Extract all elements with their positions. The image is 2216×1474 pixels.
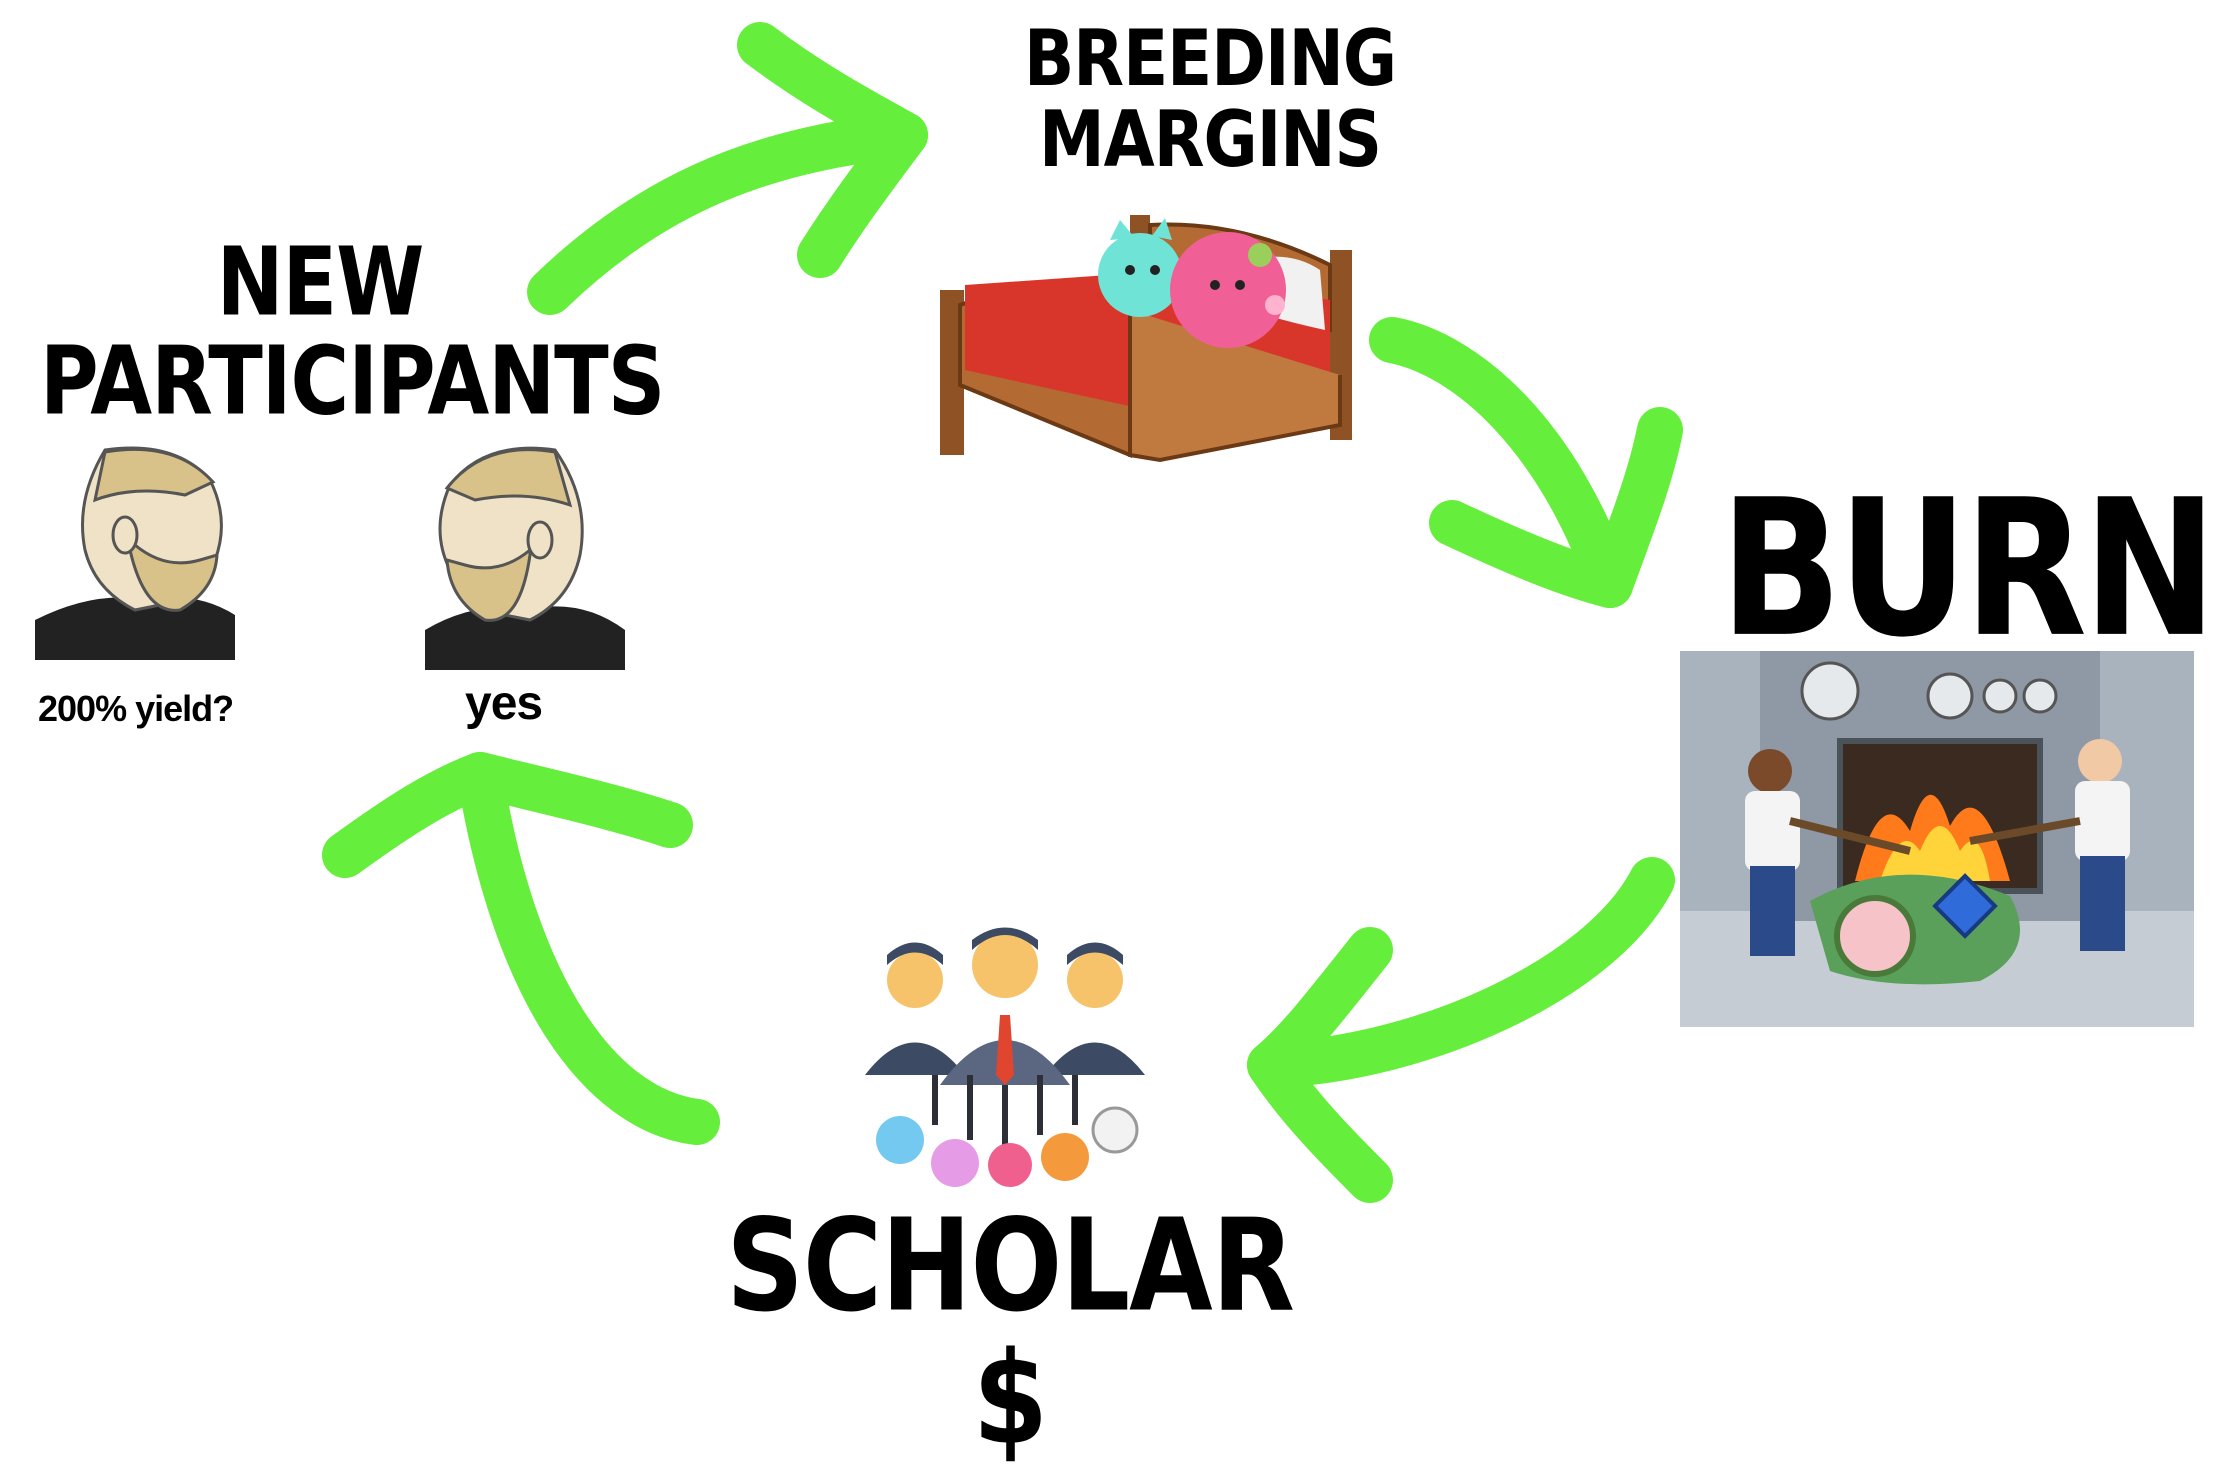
arrow-to-scholar-head (1247, 927, 1393, 1203)
scholars-team-illustration (865, 927, 1145, 1187)
arrow-to-burn (1369, 317, 1633, 608)
arrow-to-breeding (527, 112, 928, 315)
arrow-to-new-head (322, 752, 693, 878)
arrow-to-breeding-head (737, 22, 928, 278)
bed-illustration (940, 215, 1352, 463)
breeding-margins-label: BREEDING MARGINS (1000, 12, 1420, 186)
yield-question-head (35, 446, 235, 660)
new-label-line2: PARTICIPANTS (40, 326, 665, 436)
breeding-label-line1: BREEDING (1023, 12, 1397, 104)
new-participants-label: NEW PARTICIPANTS (40, 226, 665, 436)
breeding-label-line2: MARGINS (1038, 94, 1382, 186)
arrow-to-new (457, 752, 720, 1145)
yes-chad-head (425, 446, 625, 670)
arrow-to-scholar (1247, 857, 1675, 1088)
cycle-arrows (322, 22, 1683, 1203)
yes-caption: yes (465, 677, 543, 730)
cycle-diagram: BREEDING MARGINS NEW PARTICIPANTS BURN S… (35, 12, 2216, 1467)
arrow-to-burn-head (1429, 407, 1683, 608)
burn-furnace-image (1680, 651, 2194, 1027)
burn-label: BURN (1720, 458, 2216, 679)
scholar-label: SCHOLAR $ (726, 1192, 1295, 1474)
new-label-line1: NEW (216, 226, 425, 337)
yield-question-caption: 200% yield? (38, 688, 234, 729)
